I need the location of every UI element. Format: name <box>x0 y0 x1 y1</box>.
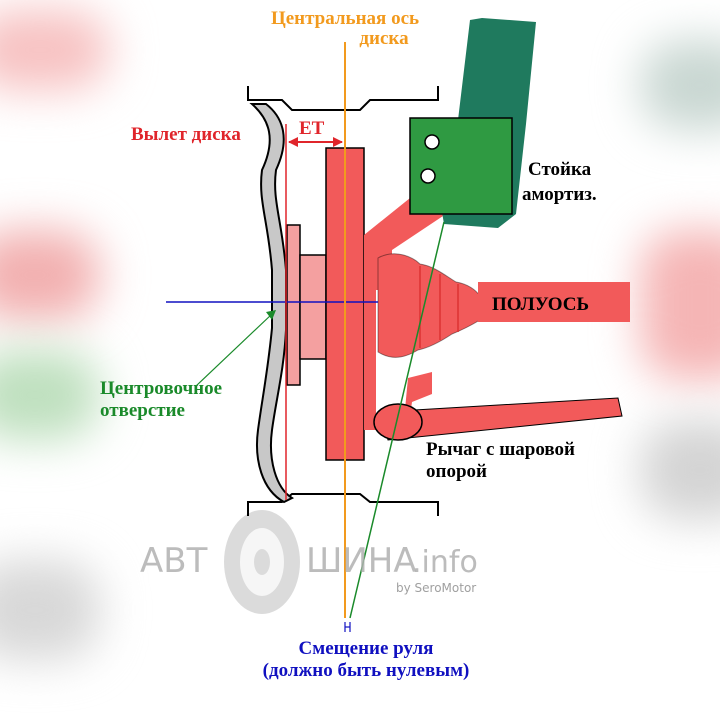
steering-axis-line <box>349 221 445 619</box>
rim-outline <box>247 86 439 516</box>
bg-blob-red-right <box>640 230 720 380</box>
lever-label-line2: опорой <box>426 461 487 482</box>
steering-knuckle <box>364 190 448 430</box>
watermark-domain: .info <box>412 545 478 580</box>
et-dimension-arrow <box>288 137 343 147</box>
offset-label: Вылет диска <box>131 124 241 145</box>
bg-blob-red-top-left <box>0 10 110 90</box>
strut-clamp <box>409 117 513 215</box>
cv-boot-ribs <box>419 266 459 348</box>
watermark-credit: by SeroMotor <box>396 581 476 595</box>
bg-blob-teal-right <box>640 40 720 130</box>
halfshaft-label: ПОЛУОСЬ <box>492 294 589 315</box>
center-bore-hub <box>299 254 327 360</box>
strut-bolt-lower <box>420 168 436 184</box>
center-axis-label-line2: диска <box>359 28 409 49</box>
hub-flange <box>286 224 301 386</box>
et-label: ET <box>299 118 325 139</box>
strut-label-line2: амортиз. <box>522 184 597 205</box>
center-bore-pointer <box>195 313 273 387</box>
center-bore-label-line2: отверстие <box>100 400 185 421</box>
center-axis-label-line1: Центральная ось <box>271 8 419 29</box>
strut-bolt-upper <box>424 134 440 150</box>
rim-wall-left <box>249 103 295 504</box>
lever-label-line1: Рычаг с шаровой <box>426 439 575 460</box>
bg-blob-green-left <box>0 350 100 440</box>
center-bore-pointer-arrow <box>266 310 276 320</box>
bg-blob-red-left <box>0 230 100 320</box>
ball-joint <box>373 403 423 441</box>
cv-boot <box>377 253 481 358</box>
watermark-brand-right: ШИНА <box>306 541 417 581</box>
strut-label-line1: Стойка <box>528 159 592 180</box>
tire-watermark-icon <box>224 510 300 614</box>
halfshaft-bar <box>478 282 630 322</box>
scrub-marker <box>344 622 351 632</box>
scrub-label-line1: Смещение руля <box>299 638 434 659</box>
bg-blob-gray-right <box>640 420 720 520</box>
center-bore-label-line1: Центровочное <box>100 378 222 399</box>
watermark-brand-left: АВТ <box>140 541 208 581</box>
scrub-label-line2: (должно быть нулевым) <box>263 660 470 681</box>
bg-blob-gray-left <box>0 560 100 660</box>
